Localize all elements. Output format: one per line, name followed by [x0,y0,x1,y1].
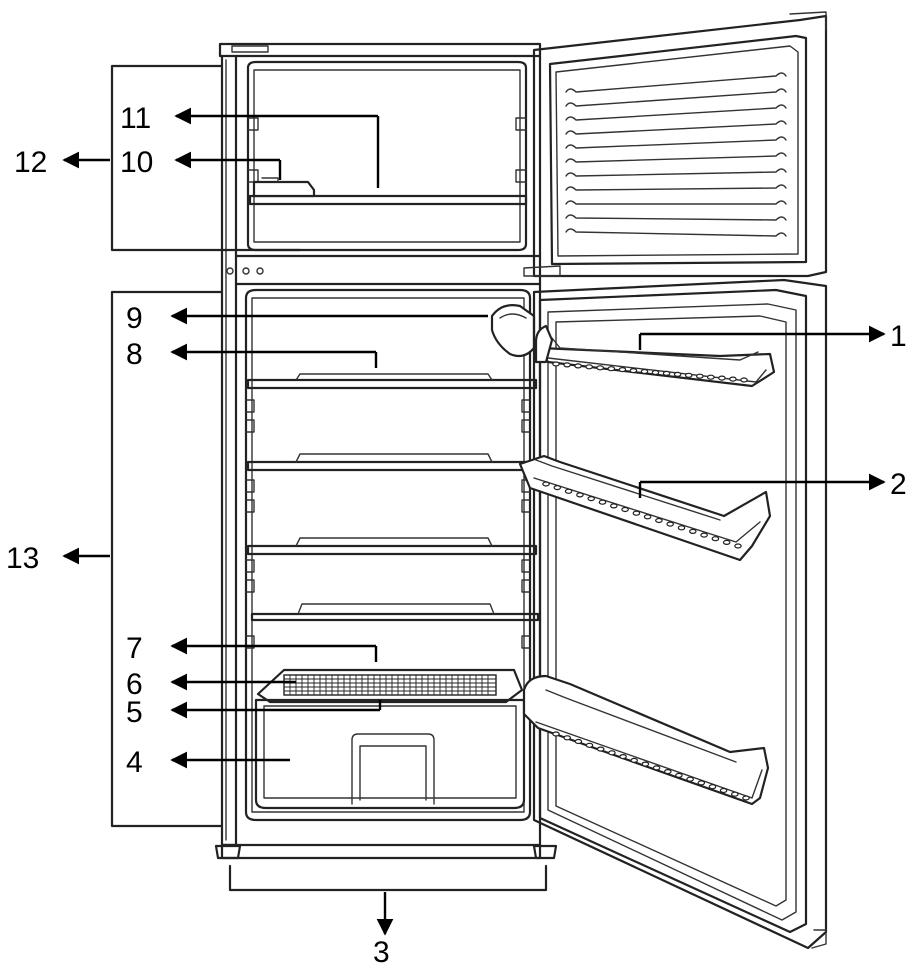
lamp-housing [490,304,536,358]
freezer-door-ridges [565,72,787,237]
leader-lines [62,107,886,936]
fridge-door [518,278,828,950]
balcony-decor [542,361,750,801]
right-foot [532,844,558,860]
freezer-group-bracket [110,64,302,252]
freezer-door [523,11,828,278]
feet-group-bracket [228,864,548,892]
label-5: 5 [126,696,143,729]
label-3: 3 [373,936,390,969]
fridge-compartment [244,288,540,822]
door-balcony-middle [518,454,772,562]
label-4: 4 [126,746,143,779]
door-balcony-lower [522,674,770,806]
label-1: 1 [890,320,907,353]
door-balcony-upper [534,324,776,388]
label-7: 7 [126,632,143,665]
fridge-cabinet [214,42,558,860]
label-2: 2 [890,468,907,501]
label-8: 8 [126,338,143,371]
label-6: 6 [126,668,143,701]
label-12: 12 [14,146,47,179]
vegetable-crisper [254,698,526,810]
fridge-group-bracket [110,290,224,828]
label-10: 10 [120,146,153,179]
part-labels: 1 2 3 4 5 6 7 8 9 10 11 12 13 [6,102,907,969]
label-11: 11 [120,102,151,135]
left-foot [214,844,242,860]
label-13: 13 [6,542,39,575]
glass-shelves [246,373,540,622]
label-9: 9 [126,302,143,335]
crisper-cover [256,668,524,704]
